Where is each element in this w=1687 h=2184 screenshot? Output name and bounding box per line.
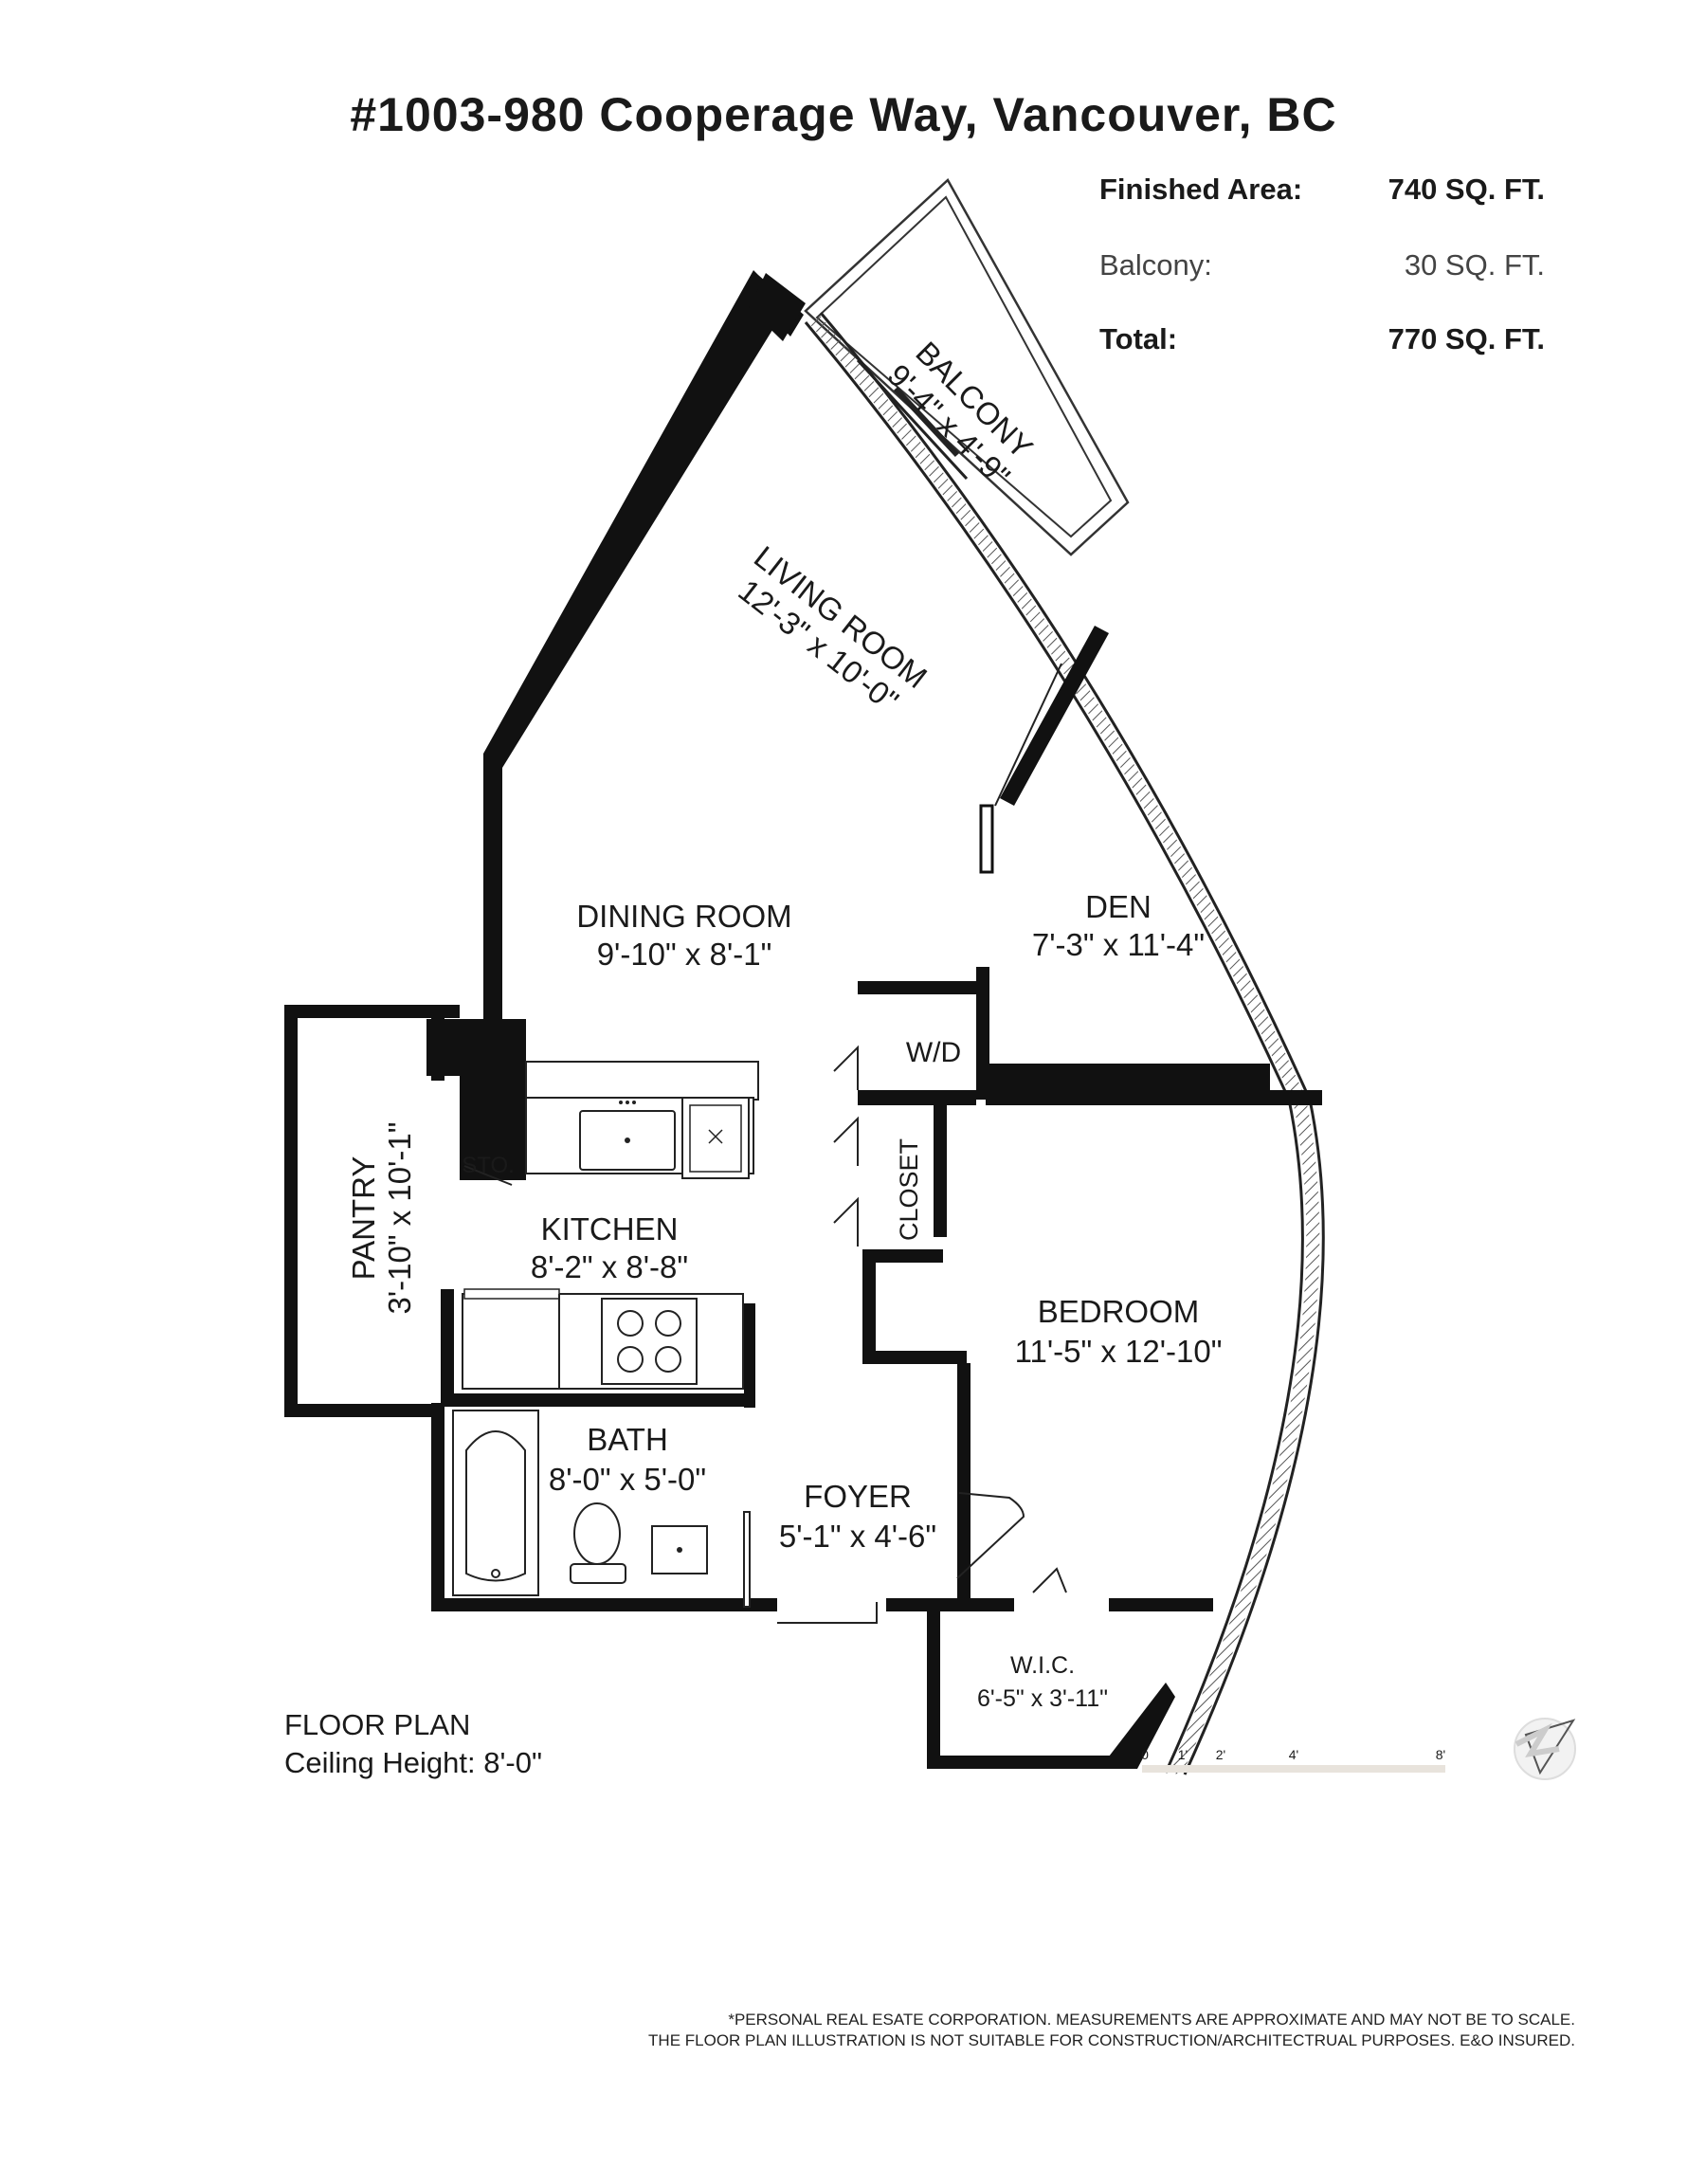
balcony-outline	[804, 178, 1130, 556]
pantry-name: PANTRY	[346, 1156, 381, 1281]
scale-tick-0: 0	[1141, 1747, 1149, 1762]
doors	[463, 1045, 1067, 1624]
balcony-area-label: Balcony:	[1099, 248, 1212, 282]
toilet-icon	[570, 1502, 626, 1584]
total-area-label: Total:	[1099, 322, 1178, 355]
north-arrow-icon	[1514, 1718, 1576, 1780]
wic-dims: 6'-5" x 3'-11"	[977, 1685, 1108, 1712]
ceiling-height-label: Ceiling Height: 8'-0"	[284, 1746, 542, 1779]
pantry-dims: 3'-10" x 10'-1"	[382, 1122, 417, 1315]
kitchen-dims: 8'-2" x 8'-8"	[531, 1249, 688, 1284]
bath-name: BATH	[587, 1422, 668, 1457]
page-title: #1003-980 Cooperage Way, Vancouver, BC	[350, 88, 1337, 141]
disclaimer-line-2: THE FLOOR PLAN ILLUSTRATION IS NOT SUITA…	[648, 2031, 1575, 2049]
dining-room-dims: 9'-10" x 8'-1"	[597, 937, 772, 972]
vanity-sink-icon	[651, 1525, 708, 1574]
wd-label: W/D	[906, 1037, 961, 1068]
scale-tick-2: 2'	[1216, 1747, 1225, 1762]
disclaimer: *PERSONAL REAL ESATE CORPORATION. MEASUR…	[648, 2010, 1575, 2051]
foyer-dims: 5'-1" x 4'-6"	[779, 1519, 936, 1554]
scale-tick-1: 1'	[1178, 1747, 1188, 1762]
den-dims: 7'-3" x 11'-4"	[1032, 927, 1205, 962]
balcony-area-value: 30 SQ. FT.	[1404, 248, 1545, 282]
kitchen-name: KITCHEN	[541, 1211, 679, 1247]
kitchen-lower-counter	[462, 1288, 744, 1390]
fridge-icon	[463, 1288, 560, 1300]
total-area-row: Total: 770 SQ. FT.	[1099, 322, 1545, 360]
finished-area-value: 740 SQ. FT.	[1388, 173, 1545, 206]
stove-icon	[601, 1298, 698, 1385]
scale-bar: 0 1' 2' 4' 8'	[1141, 1747, 1445, 1773]
disclaimer-line-1: *PERSONAL REAL ESATE CORPORATION. MEASUR…	[728, 2011, 1575, 2029]
total-area-value: 770 SQ. FT.	[1388, 322, 1545, 355]
pantry-label: PANTRY 3'-10" x 10'-1"	[346, 1122, 417, 1315]
kitchen-upper-counter	[525, 1061, 759, 1179]
foyer-name: FOYER	[804, 1479, 912, 1514]
dishwasher-icon	[681, 1097, 750, 1179]
finished-area-row: Finished Area: 740 SQ. FT.	[1099, 173, 1545, 210]
dining-room-name: DINING ROOM	[576, 899, 791, 934]
scale-tick-4: 4'	[1289, 1747, 1298, 1762]
living-room-label: LIVING ROOM 12'-3" x 10'-0"	[732, 539, 934, 719]
sliding-door	[856, 358, 969, 481]
bathtub-icon	[452, 1410, 539, 1596]
storage-label: STO.	[462, 1153, 515, 1178]
bedroom-dims: 11'-5" x 12'-10"	[1015, 1334, 1223, 1369]
floor-plan-caption: FLOOR PLAN Ceiling Height: 8'-0"	[284, 1706, 542, 1782]
floor-plan-label: FLOOR PLAN	[284, 1708, 471, 1741]
scale-tick-8: 8'	[1436, 1747, 1445, 1762]
bedroom-name: BEDROOM	[1038, 1294, 1200, 1329]
balcony-area-row: Balcony: 30 SQ. FT.	[1099, 248, 1545, 286]
curved-window-wall	[804, 312, 1325, 1776]
finished-area-label: Finished Area:	[1099, 173, 1303, 206]
closet-label: CLOSET	[895, 1138, 923, 1241]
den-partition-window	[979, 663, 1062, 874]
wic-name: W.I.C.	[1010, 1652, 1075, 1679]
bath-dims: 8'-0" x 5'-0"	[549, 1462, 706, 1497]
exterior-walls	[284, 270, 1322, 1769]
den-name: DEN	[1085, 889, 1152, 924]
